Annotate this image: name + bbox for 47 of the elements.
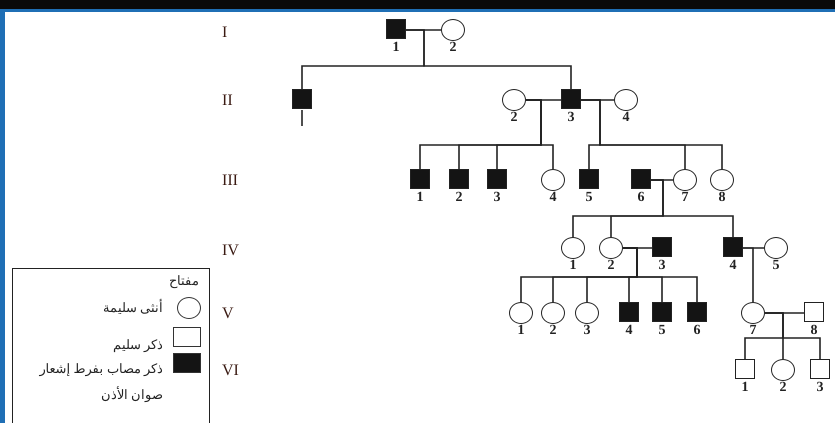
- individual-number: 1: [568, 258, 578, 274]
- individual-number: 3: [566, 110, 576, 126]
- descent-line: [526, 99, 554, 169]
- individual-number: 3: [658, 258, 666, 274]
- individual-number: 1: [392, 40, 400, 56]
- individual-number: 3: [816, 380, 824, 396]
- individual-number: 2: [548, 323, 558, 339]
- individual-number: 2: [448, 40, 458, 56]
- individual-number: 6: [636, 190, 646, 206]
- generation-label: I: [222, 24, 228, 42]
- individual-number: 5: [658, 323, 666, 339]
- generation-label: VI: [222, 362, 239, 380]
- individual-number: 3: [582, 323, 592, 339]
- descent-line: [743, 247, 754, 302]
- descent-line: [581, 99, 723, 169]
- descent-line: [406, 29, 572, 91]
- individual-number: 3: [492, 190, 502, 206]
- individual-number: 8: [718, 190, 726, 206]
- descent-line: [623, 247, 698, 304]
- generation-label: IV: [222, 242, 239, 260]
- individual-number: 6: [692, 323, 702, 339]
- legend-text: ذكر سليم: [112, 337, 163, 353]
- individual-number: 5: [584, 190, 594, 206]
- individual-number: 2: [510, 110, 518, 126]
- individual-number: 4: [622, 110, 630, 126]
- individual-number: 8: [810, 323, 818, 339]
- legend-title: مفتاح: [169, 273, 199, 289]
- generation-label: III: [222, 172, 238, 190]
- individual-number: 4: [728, 258, 738, 274]
- descent-line: [301, 110, 303, 126]
- individual-number: 1: [516, 323, 526, 339]
- individual-number: 5: [772, 258, 780, 274]
- generation-label: V: [222, 305, 234, 323]
- individual-number: 2: [606, 258, 616, 274]
- individual-number: 2: [454, 190, 464, 206]
- generation-label: II: [222, 92, 233, 110]
- individual-number: 2: [778, 380, 788, 396]
- individual-number: 1: [416, 190, 424, 206]
- individual-number: 7: [748, 323, 758, 339]
- descent-line: [651, 179, 734, 239]
- legend-text: أنثى سليمة: [102, 300, 163, 316]
- individual-number: 4: [624, 323, 634, 339]
- legend-text: ذكر مصاب بفرط إشعار صوان الأذن: [38, 360, 163, 404]
- descent-line: [765, 312, 821, 361]
- individual-number: 7: [680, 190, 690, 206]
- individual-number: 1: [740, 380, 750, 396]
- individual-number: 4: [548, 190, 558, 206]
